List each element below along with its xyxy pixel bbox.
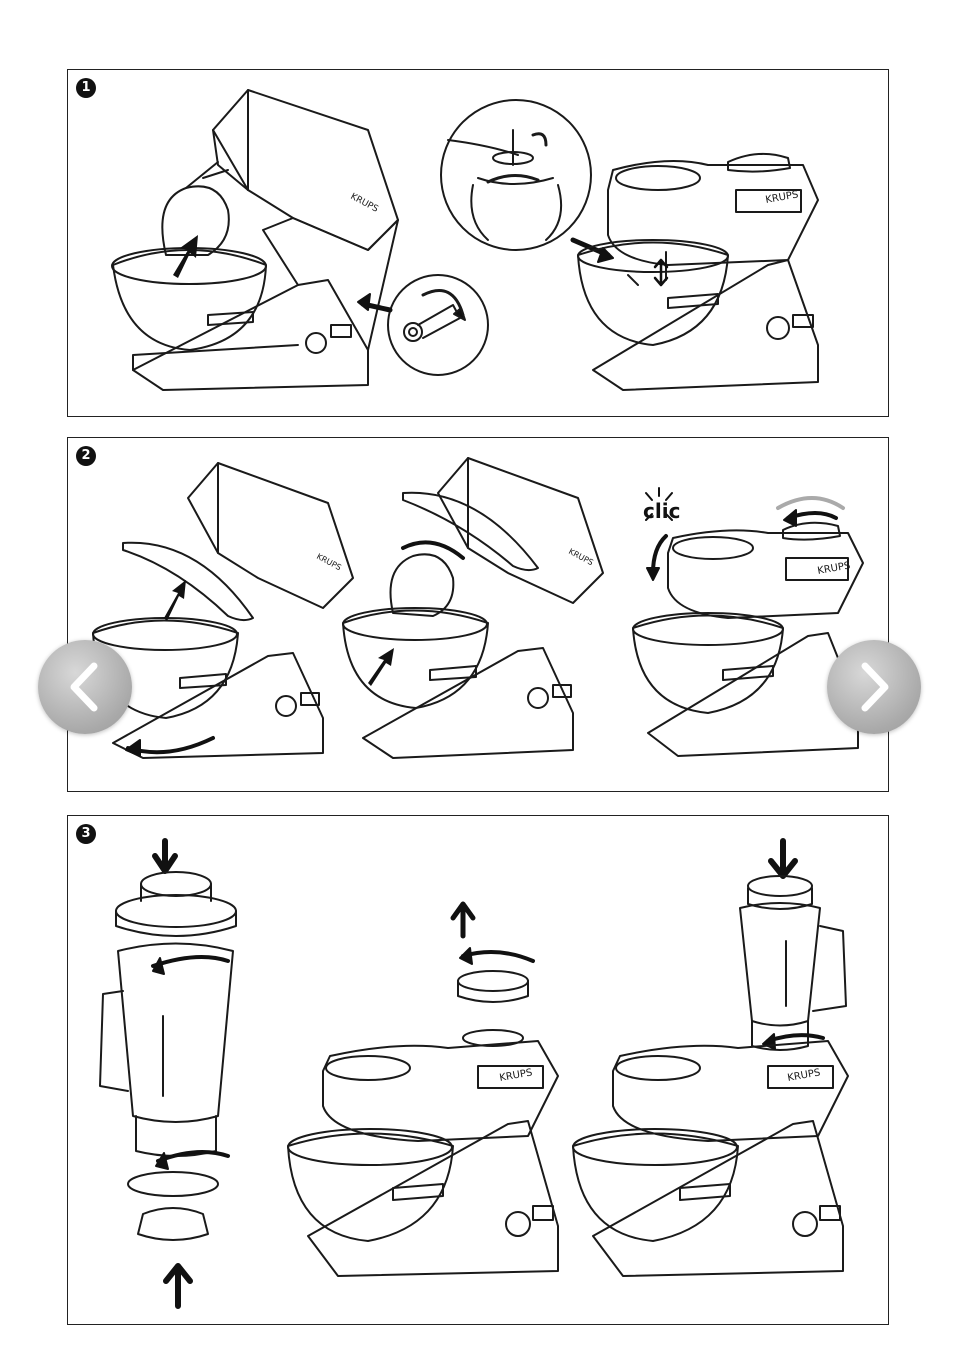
mixer-blender-port-open bbox=[287, 901, 559, 1277]
blender-exploded-view bbox=[99, 838, 237, 1309]
brand-label: KRUPS bbox=[787, 1067, 822, 1084]
next-button[interactable] bbox=[827, 640, 921, 734]
step-3-illustration: KRUPS KRUPS bbox=[99, 838, 849, 1309]
brand-label: KRUPS bbox=[499, 1067, 534, 1084]
step-1-illustration: KRUPS bbox=[111, 89, 819, 391]
step-2-panel: 2 KRUPS bbox=[67, 437, 889, 792]
arrow-insert-beater bbox=[173, 235, 198, 278]
brand-label: KRUPS bbox=[817, 560, 852, 577]
mixer-head-down bbox=[577, 152, 819, 391]
brand-label: KRUPS bbox=[567, 547, 595, 567]
click-label: clic bbox=[643, 499, 680, 523]
arrow-insert-beater bbox=[368, 648, 394, 686]
arrow-lift-guard bbox=[164, 580, 186, 621]
chevron-left-icon bbox=[70, 662, 98, 712]
previous-button[interactable] bbox=[38, 640, 132, 734]
mixer-splash-guard-lift bbox=[92, 462, 354, 759]
brand-label: KRUPS bbox=[765, 189, 800, 206]
detail-tilt-lever bbox=[387, 274, 489, 376]
brand-label: KRUPS bbox=[315, 552, 343, 572]
step-1-panel: 1 KRUPS bbox=[67, 69, 889, 417]
chevron-right-icon bbox=[861, 662, 889, 712]
step-number-badge: 1 bbox=[76, 78, 96, 98]
step-number-badge: 3 bbox=[76, 824, 96, 844]
mixer-beater-and-guard bbox=[342, 457, 604, 759]
mixer-with-blender bbox=[572, 838, 849, 1277]
brand-label: KRUPS bbox=[349, 192, 380, 215]
step-3-panel: 3 bbox=[67, 815, 889, 1325]
arrow-adjust-height bbox=[653, 258, 669, 287]
detail-beater-attach bbox=[440, 99, 592, 251]
step-2-illustration: KRUPS KRUPS bbox=[92, 457, 864, 759]
step-number-badge: 2 bbox=[76, 446, 96, 466]
mixer-tilted-head bbox=[111, 89, 399, 391]
